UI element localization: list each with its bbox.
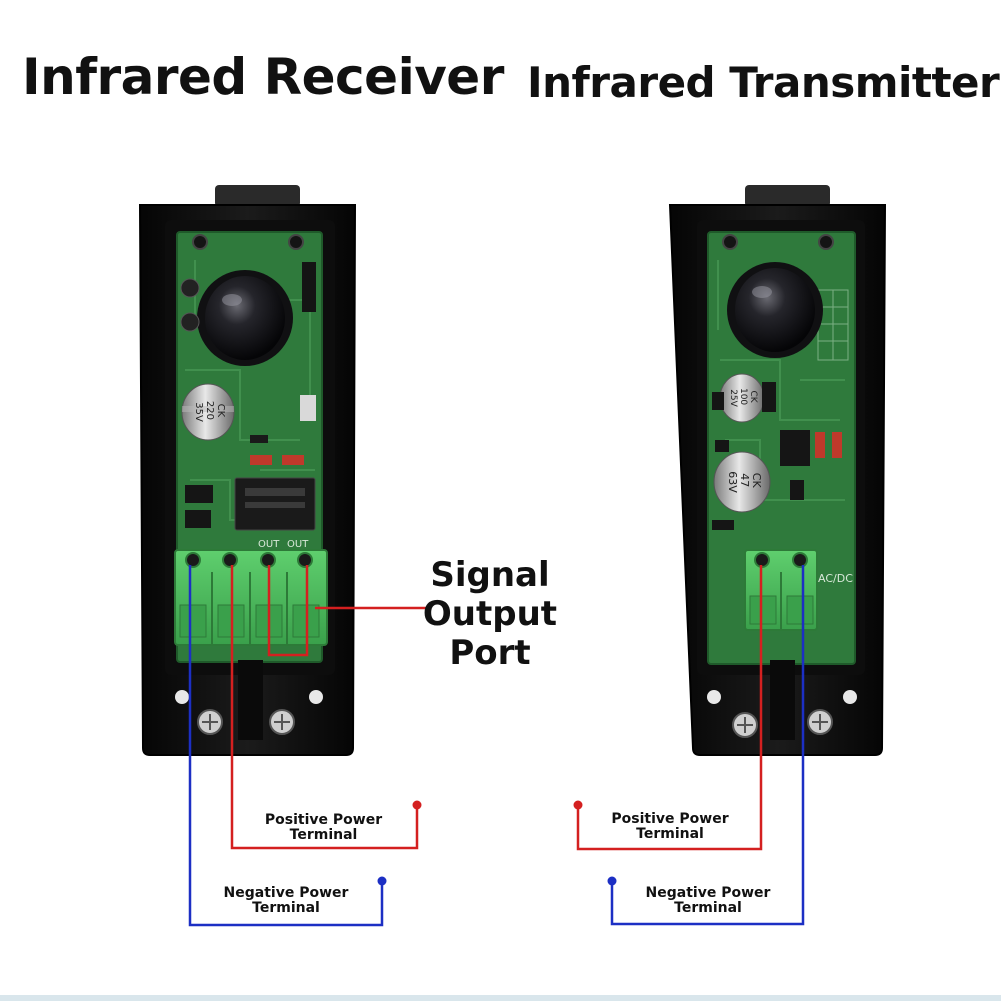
- transmitter-negative-label-line2: Terminal: [674, 900, 742, 916]
- receiver-top-clip: [215, 185, 300, 207]
- transmitter-terminal-block: [744, 549, 818, 631]
- receiver-screw-icon: [197, 709, 223, 735]
- receiver-cap-text3: 35V: [193, 402, 204, 422]
- receiver-negative-terminal-dot: [377, 876, 387, 886]
- signal-label-line2: Output: [422, 594, 558, 634]
- receiver-cap-text2: 220: [204, 401, 215, 420]
- receiver-positive-wire: [230, 565, 419, 850]
- transmitter-negative-label: Negative Power Terminal: [617, 886, 799, 916]
- signal-output-wire: [267, 565, 430, 657]
- receiver-positive-terminal-dot: [412, 800, 422, 810]
- tx-cap-small-text2: 100: [738, 388, 748, 405]
- transmitter-title: Infrared Transmitter: [527, 58, 1000, 107]
- signal-label-line1: Signal: [430, 555, 550, 595]
- transmitter-screw-icon-2: [807, 709, 833, 735]
- transmitter-negative-label-line1: Negative Power: [645, 885, 771, 901]
- receiver-capacitor: CK 220 35V: [181, 383, 235, 441]
- bottom-divider: [0, 995, 1001, 1001]
- receiver-negative-label: Negative Power Terminal: [195, 886, 377, 916]
- transmitter-negative-wire: [610, 565, 805, 926]
- receiver-positive-label-line2: Terminal: [289, 827, 358, 843]
- receiver-cap-text1: CK: [215, 404, 226, 418]
- signal-output-port-label: Signal Output Port: [410, 556, 570, 673]
- svg-text:CK 220 35V: CK 220 35V: [193, 401, 226, 423]
- transmitter-capacitor-large: CK 47 63V: [713, 451, 771, 513]
- transmitter-positive-terminal-dot: [573, 800, 583, 810]
- receiver-negative-label-line1: Negative Power: [223, 885, 349, 901]
- receiver-positive-label-line1: Positive Power: [264, 812, 383, 828]
- transmitter-ic: [780, 430, 810, 466]
- receiver-terminal-block: [174, 549, 328, 646]
- receiver-screw-icon-2: [269, 709, 295, 735]
- transmitter-device: CK 100 25V CK 47 63V AC/DC: [668, 185, 887, 756]
- transmitter-positive-label-line2: Terminal: [636, 826, 704, 842]
- receiver-negative-label-line2: Terminal: [252, 900, 320, 916]
- tx-cap-large-text3: 63V: [726, 471, 739, 493]
- svg-text:CK 47 63V: CK 47 63V: [726, 471, 763, 493]
- transmitter-top-clip: [745, 185, 830, 207]
- tx-cap-large-text1: CK: [750, 473, 763, 489]
- receiver-out2-label: OUT: [287, 539, 309, 550]
- svg-text:CK 100 25V: CK 100 25V: [728, 388, 758, 408]
- receiver-device: CK 220 35V OUT OUT: [138, 185, 357, 756]
- receiver-title: Infrared Receiver: [22, 48, 504, 106]
- signal-label-line3: Port: [449, 633, 531, 673]
- transmitter-positive-wire: [576, 565, 763, 851]
- transmitter-positive-label-line1: Positive Power: [611, 811, 729, 827]
- transmitter-capacitor-small: CK 100 25V: [719, 373, 765, 423]
- transmitter-positive-label: Positive Power Terminal: [583, 812, 757, 842]
- transmitter-negative-terminal-dot: [607, 876, 617, 886]
- tx-cap-large-text2: 47: [738, 473, 751, 487]
- receiver-ir-sensor-icon: [205, 276, 285, 360]
- transmitter-ir-emitter-icon: [735, 268, 815, 352]
- receiver-out1-label: OUT: [258, 539, 280, 550]
- tx-cap-small-text3: 25V: [728, 389, 738, 407]
- transmitter-acdc-label: AC/DC: [818, 572, 853, 585]
- receiver-positive-label: Positive Power Terminal: [236, 813, 411, 843]
- receiver-negative-wire: [188, 565, 384, 927]
- transmitter-screw-icon: [732, 712, 758, 738]
- tx-cap-small-text1: CK: [748, 390, 758, 403]
